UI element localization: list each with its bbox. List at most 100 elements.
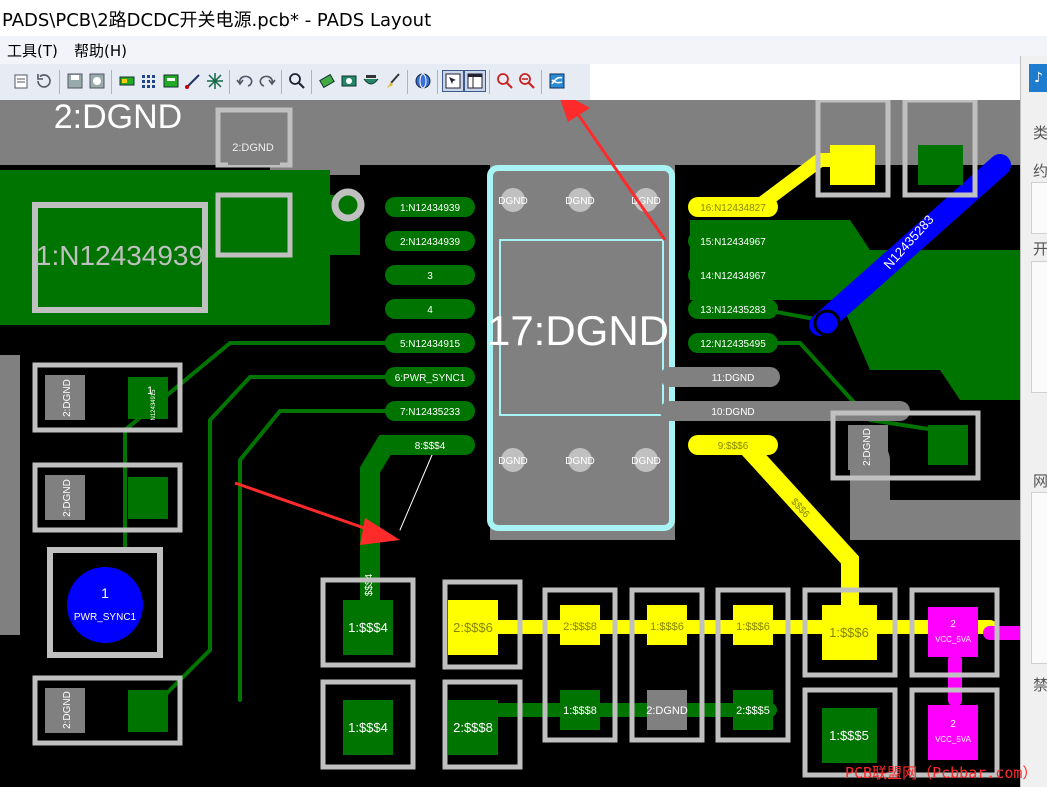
select-mode-icon[interactable] [442,70,464,92]
pad-label: VCC_5VA [935,735,972,744]
view-icon[interactable] [339,71,359,91]
component-icon[interactable] [317,71,337,91]
eco-icon[interactable] [547,71,567,91]
left-component-1[interactable]: 2:DGND 1 N12434915 [32,362,183,433]
side-box [1031,261,1047,393]
toolbar-separator [489,70,490,94]
top-small-pad[interactable]: 2:DGND [215,107,293,168]
pad-label: 2:DGND [646,705,688,717]
pad[interactable] [448,700,498,755]
refresh-icon[interactable] [34,71,54,91]
pad-label: 2:$$$6 [453,620,493,635]
pad[interactable] [928,705,978,760]
pin[interactable] [688,435,778,455]
pad[interactable] [733,605,773,645]
pad-label: 1:$$$6 [650,621,684,633]
pin[interactable] [385,435,475,455]
pcb-canvas[interactable]: 1:N12434939 2:DGND 2:DGND 17:DGND DGND D… [0,100,1020,787]
zoom-in-icon[interactable] [495,71,515,91]
right-gnd-component[interactable]: 2:DGND [830,410,981,481]
music-note-icon[interactable]: ♪ [1029,64,1047,92]
gate-icon[interactable] [117,71,137,91]
route-icon[interactable] [183,71,203,91]
small-pad-left[interactable] [215,192,293,258]
left-big-pad[interactable]: 1:N12434939 [32,202,208,313]
side-label: 开 [1033,240,1047,258]
pad[interactable] [647,690,687,730]
ic-u1[interactable]: 17:DGND DGND DGND DGND DGND DGND DGND [487,165,675,531]
pin-label: 1:N12434939 [400,203,460,214]
pin[interactable] [385,333,475,353]
toolbar-separator [229,70,230,94]
pad[interactable] [733,690,773,730]
pin[interactable] [385,197,475,217]
pad-label: 2:DGND [862,428,873,466]
pad[interactable] [822,708,877,763]
pad[interactable] [822,605,877,660]
ic-corner-label: DGND [631,456,660,467]
pin[interactable] [385,299,475,319]
pin[interactable] [385,265,475,285]
pin[interactable] [688,299,778,319]
pad-label: 2 [950,719,956,730]
redo-icon[interactable] [257,71,277,91]
menu-tools[interactable]: 工具(T) [7,42,58,60]
pin[interactable] [385,367,475,387]
left-component-2[interactable]: 2:DGND [32,462,183,533]
pin-label: 13:N12435283 [700,305,766,316]
pad[interactable] [560,605,600,645]
pin-label: 8:$$$4 [415,441,446,452]
pad-label: 2 [950,619,956,630]
pad[interactable] [343,600,393,655]
zoom-out-icon[interactable] [517,71,537,91]
brush-icon[interactable] [383,71,403,91]
pin-label: 3 [427,271,433,282]
via[interactable] [813,309,841,337]
pin-label: 16:N12434827 [700,203,766,214]
pin-label: 15:N12434967 [700,237,766,248]
annotation-arrows [234,100,667,545]
ic-corner-label: DGND [498,196,527,207]
menu-help[interactable]: 帮助(H) [74,42,127,60]
pad[interactable] [448,600,498,655]
pin[interactable] [688,401,778,421]
undo-icon[interactable] [235,71,255,91]
pad-label: 2:$$$8 [453,720,493,735]
right-pins: 16:N12434827 15:N12434967 14:N12434967 1… [688,197,778,455]
trace-label: $$$4 [364,573,375,596]
top-left-pad[interactable]: 2:DGND [40,100,205,143]
report-icon[interactable] [87,71,107,91]
pad[interactable] [647,605,687,645]
via-number: 1 [101,585,109,601]
netlist-icon[interactable] [139,71,159,91]
window-mode-icon[interactable] [464,70,486,92]
pin[interactable] [688,333,778,353]
globe-icon[interactable] [413,71,433,91]
pin[interactable] [688,367,778,387]
pad-label: 2:DGND [54,100,182,136]
test-point-pwr-sync1[interactable]: 1 PWR_SYNC1 [47,547,163,658]
pad[interactable] [560,690,600,730]
pin[interactable] [385,401,475,421]
pad[interactable] [830,145,875,185]
pad[interactable] [928,607,978,657]
pin[interactable] [688,197,778,217]
layout-icon[interactable] [161,71,181,91]
save-icon[interactable] [65,71,85,91]
cluster-icon[interactable] [205,71,225,91]
pcb-drawing[interactable]: 1:N12434939 2:DGND 2:DGND 17:DGND DGND D… [0,100,1020,787]
pad[interactable] [918,145,963,185]
pin[interactable] [385,231,475,251]
properties-icon[interactable] [12,71,32,91]
side-box [1031,492,1047,664]
pin[interactable] [688,265,778,285]
pour-icon[interactable] [361,71,381,91]
side-label: 禁 [1033,676,1047,694]
zoom-icon[interactable] [287,71,307,91]
pad[interactable] [343,700,393,755]
pin[interactable] [688,231,778,251]
pin-label: 4 [427,305,433,316]
via[interactable] [331,188,365,222]
left-component-3[interactable]: 2:DGND [32,675,183,746]
watermark: PCB联盟网（Pcbbar.com） [845,764,1038,782]
